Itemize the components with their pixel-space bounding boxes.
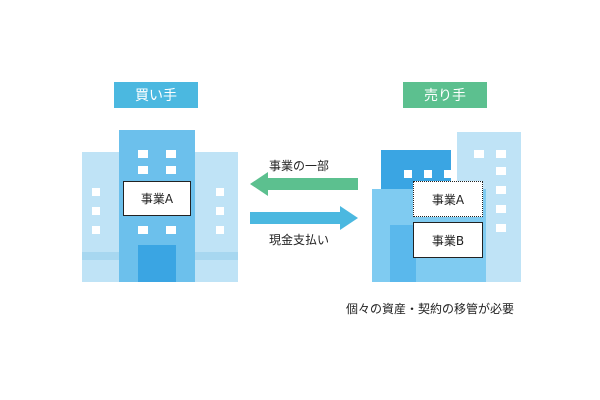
seller-business-a-label: 事業A bbox=[431, 192, 465, 207]
buyer-business-a-box: 事業A bbox=[123, 181, 191, 216]
payment-arrow bbox=[250, 206, 358, 230]
buyer-badge: 買い手 bbox=[114, 82, 198, 108]
seller-badge: 売り手 bbox=[403, 82, 487, 108]
buyer-label: 買い手 bbox=[135, 88, 177, 104]
seller-business-b-box: 事業B bbox=[413, 222, 483, 258]
seller-business-a-box: 事業A bbox=[413, 181, 483, 217]
seller-note: 個々の資産・契約の移管が必要 bbox=[346, 302, 515, 316]
buyer-business-a-label: 事業A bbox=[140, 192, 174, 206]
transfer-arrow bbox=[250, 172, 358, 196]
buyer-building-icon bbox=[82, 130, 238, 282]
seller-business-b-label: 事業B bbox=[431, 233, 465, 248]
payment-arrow-label: 現金支払い bbox=[269, 233, 330, 247]
seller-label: 売り手 bbox=[424, 88, 466, 104]
transfer-arrow-label: 事業の一部 bbox=[269, 159, 330, 173]
